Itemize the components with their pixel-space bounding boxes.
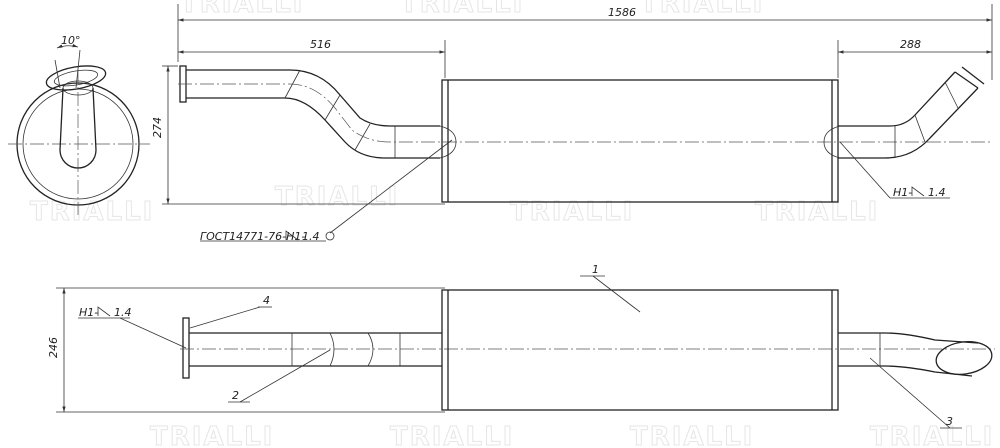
brand-watermarks: TRIALLI TRIALLI TRIALLI TRIALLI TRIALLI … — [30, 0, 994, 448]
side-view-height-dimension: 246 — [47, 337, 60, 358]
end-view: 10° — [8, 34, 150, 215]
side-view: 246 1 2 3 4 — [47, 263, 995, 429]
weld-inlet — [439, 125, 457, 159]
outlet-offset-dimension: 288 — [900, 38, 921, 51]
inlet-offset-dimension: 516 — [310, 38, 331, 51]
inlet-pipe — [186, 69, 440, 159]
flange-end — [45, 65, 107, 91]
side-inlet-flange — [182, 317, 190, 379]
flange-weld-size: 1.4 — [114, 306, 132, 319]
watermark-brand: TRIALLI — [30, 197, 154, 227]
gost-weld-note: ГОСТ14771-76-Н1- — [200, 230, 305, 243]
outlet-end — [935, 341, 993, 375]
flange-weld-note: Н1- — [79, 306, 98, 319]
watermark-brand: TRIALLI — [640, 0, 764, 19]
flange-angle-label: 10° — [61, 34, 81, 47]
callout-4: 4 — [263, 294, 270, 307]
side-outlet-pipe — [838, 332, 979, 377]
watermark-brand: TRIALLI — [150, 422, 274, 448]
callout-2: 2 — [232, 389, 239, 402]
top-view-height-dimension: 274 — [151, 117, 164, 138]
watermark-brand: TRIALLI — [390, 422, 514, 448]
overall-length-dimension: 1586 — [608, 6, 636, 19]
watermark-brand: TRIALLI — [870, 422, 994, 448]
muffler-body-side — [441, 289, 839, 411]
watermark-brand: TRIALLI — [180, 0, 304, 19]
watermark-brand: TRIALLI — [275, 182, 399, 212]
muffler-body-top — [441, 79, 839, 203]
gost-weld-size: 1.4 — [302, 230, 320, 243]
watermark-brand: TRIALLI — [630, 422, 754, 448]
top-view: 1586 516 288 274 — [151, 4, 993, 243]
outlet-weld-size: 1.4 — [928, 186, 946, 199]
weld-outlet — [823, 125, 841, 159]
callout-1: 1 — [592, 263, 599, 276]
callout-3: 3 — [946, 415, 953, 428]
outlet-pipe — [838, 71, 979, 159]
watermark-brand: TRIALLI — [400, 0, 524, 19]
outlet-weld-note: Н1- — [893, 186, 912, 199]
